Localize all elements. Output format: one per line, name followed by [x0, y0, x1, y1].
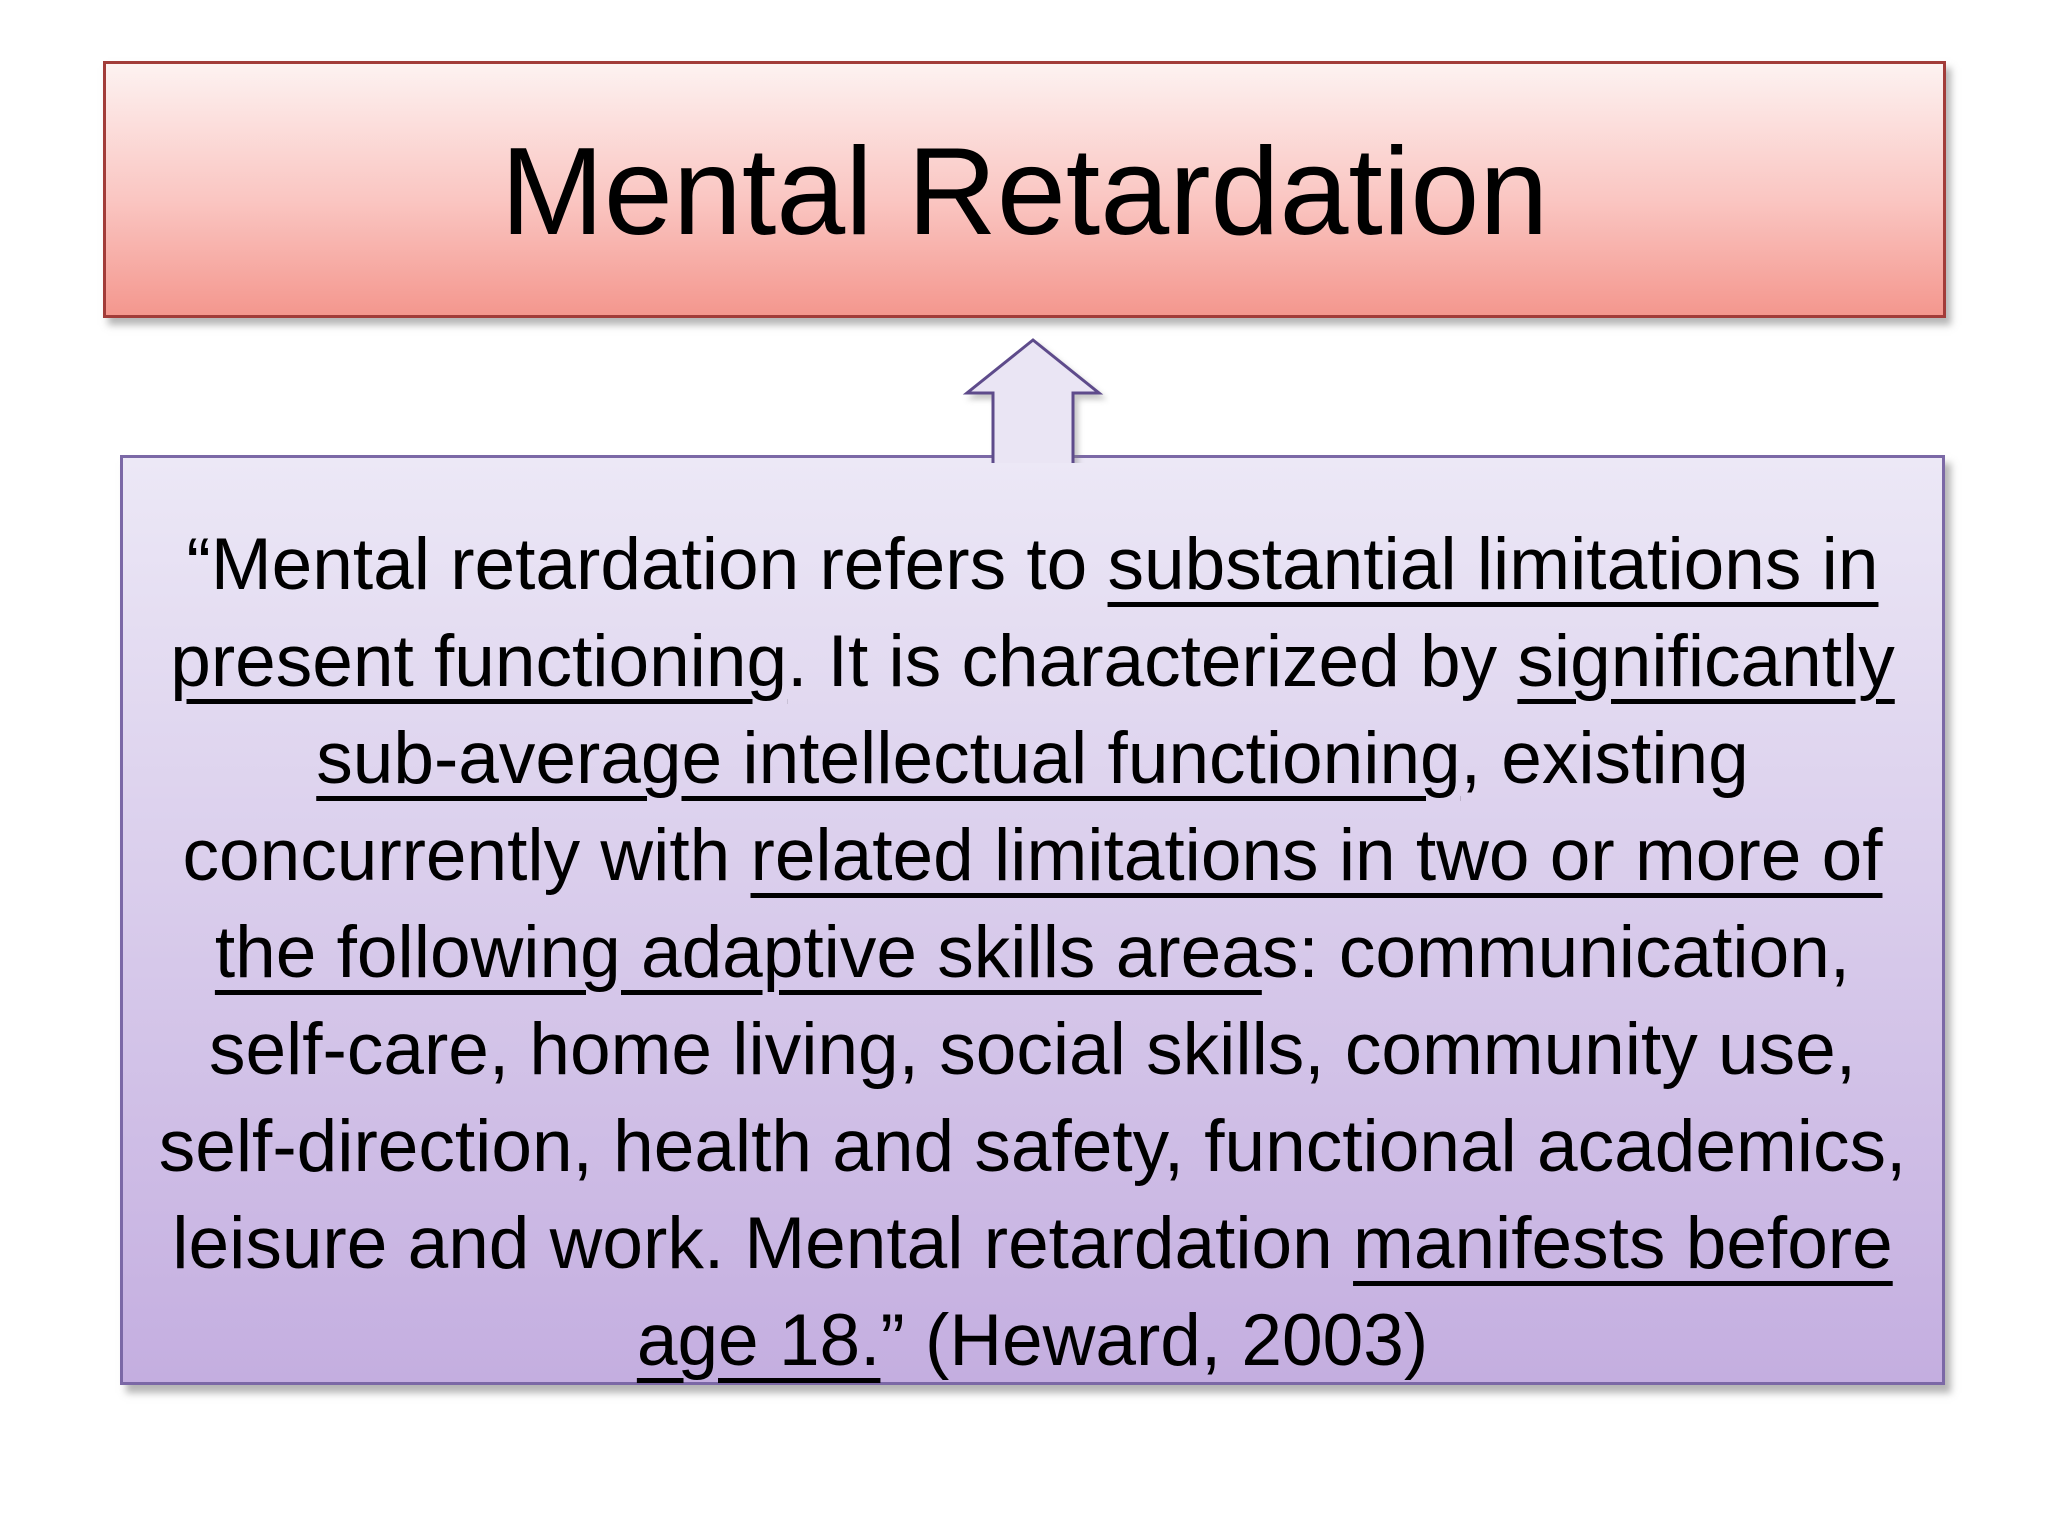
quote-line: concurrently with related limitations in… [123, 807, 1942, 904]
quote-text: self-care, home living, social skills, c… [208, 1009, 1857, 1090]
quote-line: leisure and work. Mental retardation man… [123, 1195, 1942, 1292]
definition-box: “Mental retardation refers to substantia… [120, 455, 1945, 1385]
underlined-phrase: manifests before [1353, 1203, 1893, 1284]
quote-text: s: communication, [1261, 912, 1851, 993]
quote-text: . It is characterized by [787, 621, 1518, 702]
quote-line: self-care, home living, social skills, c… [123, 1001, 1942, 1098]
quote-text: ” (Heward, 2003) [880, 1300, 1429, 1381]
up-arrow-icon [962, 338, 1104, 463]
underlined-phrase: present functioning [170, 621, 788, 702]
slide-title: Mental Retardation [500, 122, 1549, 261]
quote-line: self-direction, health and safety, funct… [123, 1098, 1942, 1195]
quote-line: “Mental retardation refers to substantia… [123, 516, 1942, 613]
definition-text: “Mental retardation refers to substantia… [123, 458, 1942, 1389]
quote-text: “Mental retardation refers to [186, 524, 1108, 605]
quote-text: , existing [1460, 718, 1749, 799]
quote-text: concurrently with [182, 815, 751, 896]
underlined-phrase: significantly [1517, 621, 1895, 702]
underlined-phrase: the following adaptive skills area [214, 912, 1262, 993]
underlined-phrase: substantial limitations in [1107, 524, 1879, 605]
quote-line: present functioning. It is characterized… [123, 613, 1942, 710]
underlined-phrase: related limitations in two or more of [750, 815, 1883, 896]
underlined-phrase: sub-average intellectual functioning [316, 718, 1461, 799]
quote-line: sub-average intellectual functioning, ex… [123, 710, 1942, 807]
underlined-phrase: age 18. [636, 1300, 881, 1381]
quote-text: leisure and work. Mental retardation [172, 1203, 1354, 1284]
quote-line: the following adaptive skills areas: com… [123, 904, 1942, 1001]
quote-line: age 18.” (Heward, 2003) [123, 1292, 1942, 1389]
quote-text: self-direction, health and safety, funct… [158, 1106, 1907, 1187]
title-box: Mental Retardation [103, 61, 1946, 318]
